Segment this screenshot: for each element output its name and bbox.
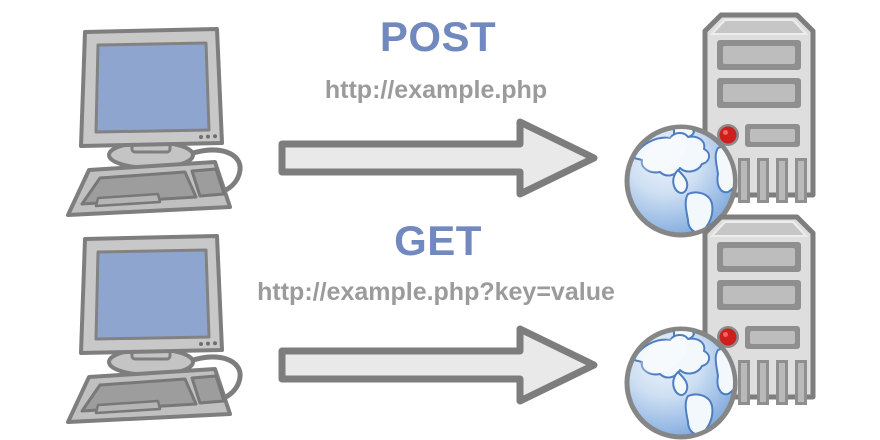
request-url-post: http://example.php <box>324 76 548 104</box>
desktop-computer-icon <box>58 221 270 427</box>
request-url-get: http://example.php?key=value <box>257 278 615 306</box>
desktop-computer-icon <box>58 14 270 220</box>
request-arrow-icon <box>276 323 600 407</box>
method-label-get: GET <box>394 217 482 264</box>
method-label-post: POST <box>379 13 497 60</box>
server-tower-icon <box>622 8 818 240</box>
request-arrow-icon <box>276 116 600 200</box>
server-tower-icon <box>622 210 818 440</box>
